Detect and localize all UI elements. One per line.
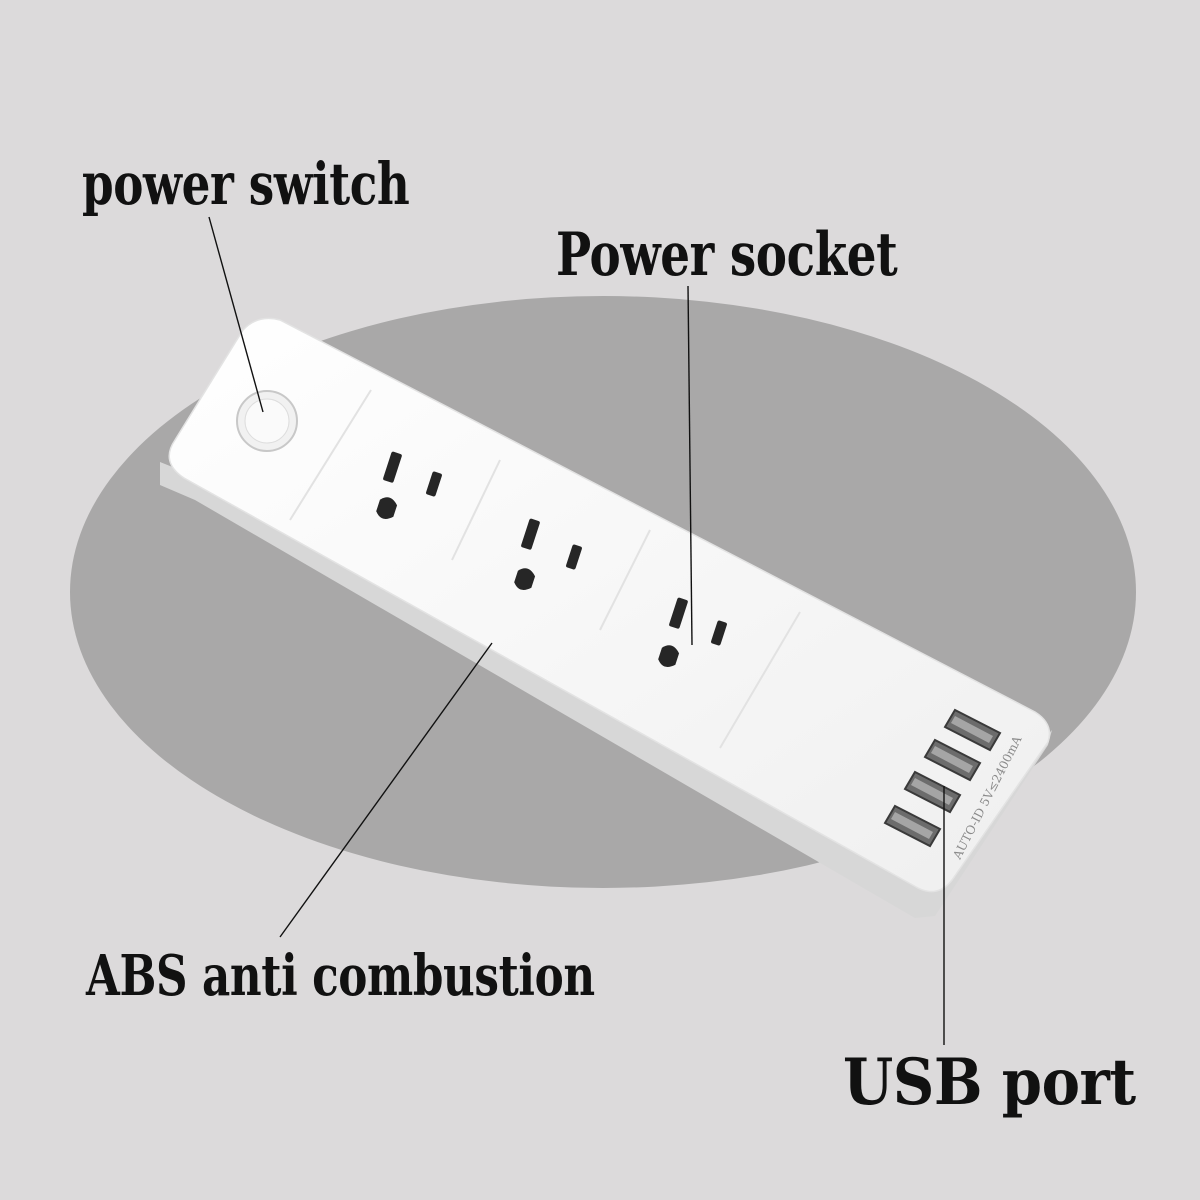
usb-port-1[interactable] [943, 708, 1002, 752]
leader-power-socket [687, 285, 693, 646]
usb-ports [883, 708, 1002, 848]
usb-port-label: USB port [843, 1045, 1136, 1120]
leader-lines [208, 216, 945, 1045]
outlet-2[interactable] [513, 518, 583, 592]
power-socket-label: Power socket [556, 220, 898, 290]
leader-abs [279, 642, 493, 938]
usb-port-3[interactable] [903, 770, 962, 814]
outlet-1[interactable] [375, 451, 443, 521]
power-switch-button[interactable] [236, 390, 298, 452]
outlet-3[interactable] [657, 597, 728, 669]
power-strip: AUTO-ID 5V≤2400mA [160, 317, 1052, 918]
abs-anti-combustion-label: ABS anti combustion [86, 943, 595, 1009]
usb-port-2[interactable] [923, 738, 982, 782]
segment-lines [289, 389, 801, 749]
power-switch-label: power switch [82, 150, 410, 218]
usb-port-4[interactable] [883, 804, 942, 848]
leader-power-switch [208, 216, 264, 413]
